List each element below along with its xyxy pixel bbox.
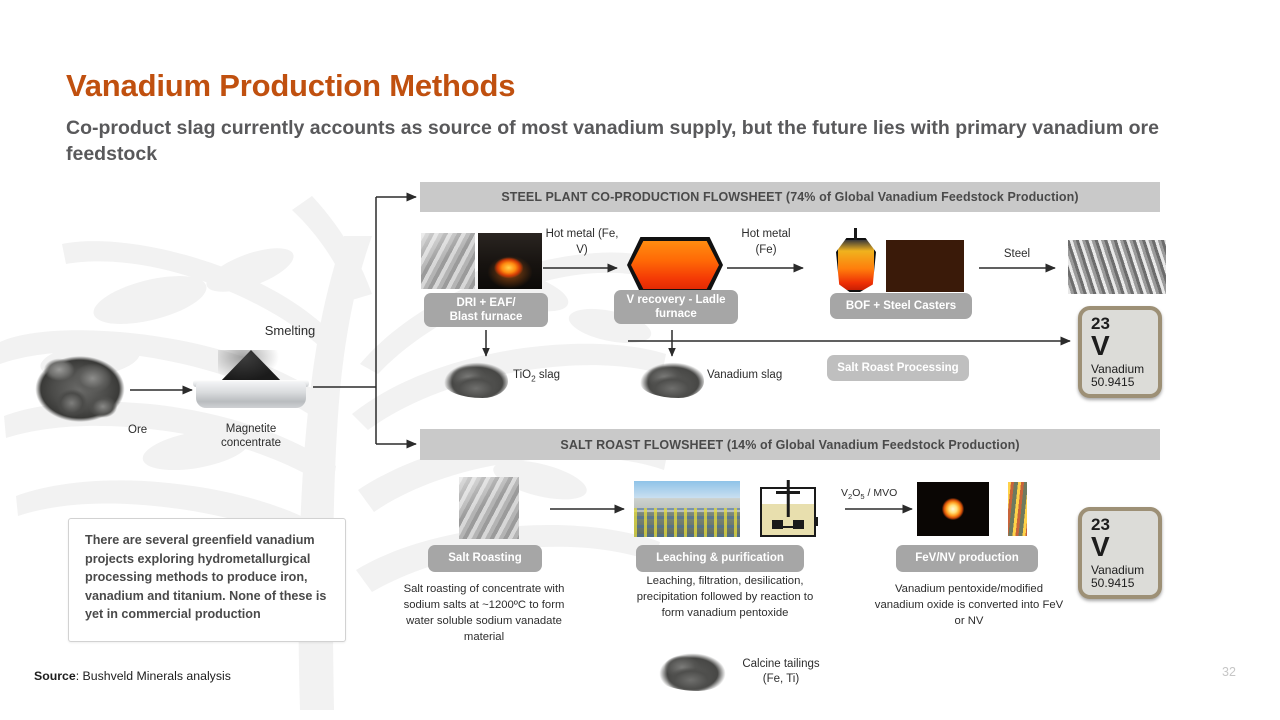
magnetite-label-line2: concentrate [220, 437, 282, 449]
leaching-plant-photo [634, 481, 740, 537]
stage-v-recovery-ladle-furnace[interactable]: V recovery - Ladle furnace [614, 290, 738, 324]
stage-salt-roast-processing[interactable]: Salt Roast Processing [827, 355, 969, 381]
stage-salt-roasting[interactable]: Salt Roasting [428, 545, 542, 572]
salt-roast-flowsheet-band: SALT ROAST FLOWSHEET (14% of Global Vana… [420, 429, 1160, 460]
pill-label-line2: furnace [655, 308, 697, 320]
tio2-slag-label: TiO2 slag [513, 369, 560, 384]
source-note: Source: Bushveld Minerals analysis [34, 669, 231, 683]
element-symbol: V [1091, 330, 1110, 361]
pill-label: Salt Roast Processing [837, 361, 959, 374]
element-mass: 50.9415 [1091, 576, 1135, 591]
pill-label-line1: V recovery - Ladle [626, 293, 726, 306]
magnetite-label-line1: Magnetite [225, 423, 277, 435]
vanadium-slag-label: Vanadium slag [707, 369, 783, 381]
hot-metal-fe-label-line2: (Fe) [755, 244, 777, 256]
pill-label: BOF + Steel Casters [845, 299, 957, 312]
source-text: : Bushveld Minerals analysis [75, 669, 231, 683]
salt-roasting-caption: Salt roasting of concentrate with sodium… [403, 583, 565, 644]
hot-metal-fe-v-label-line1: Hot metal (Fe, [545, 228, 619, 240]
magnetite-concentrate-photo [193, 342, 309, 408]
source-label: Source [34, 669, 76, 683]
fev-production-caption: Vanadium pentoxide/modified vanadium oxi… [874, 583, 1064, 628]
pill-label: Salt Roasting [448, 552, 522, 565]
element-mass: 50.9415 [1091, 375, 1135, 390]
pill-label-line1: DRI + EAF/ [456, 296, 516, 309]
stage-dri-eaf-blast-furnace[interactable]: DRI + EAF/ Blast furnace [424, 293, 548, 327]
element-card-vanadium-bottom: 23 V Vanadium 50.9415 [1078, 507, 1162, 599]
element-name: Vanadium [1091, 562, 1145, 577]
leaching-caption: Leaching, filtration, desilication, prec… [636, 575, 814, 620]
tio2-slag-photo [444, 358, 508, 398]
tio2-slag-label-post: slag [535, 369, 561, 381]
pill-label-line2: Blast furnace [449, 311, 523, 323]
steel-flowsheet-band: STEEL PLANT CO-PRODUCTION FLOWSHEET (74%… [420, 182, 1160, 212]
element-card-vanadium-top: 23 V Vanadium 50.9415 [1078, 306, 1162, 398]
smelting-label: Smelting [264, 323, 316, 338]
leaching-tank-diagram [760, 480, 818, 537]
hot-metal-fe-label-line1: Hot metal [741, 228, 791, 240]
dri-eaf-photo [421, 233, 475, 289]
steel-label: Steel [1003, 248, 1031, 260]
v2o5-post: / MVO [864, 487, 898, 499]
greenfield-projects-callout: There are several greenfield vanadium pr… [68, 518, 346, 642]
ferrovanadium-ingot-photo [1008, 482, 1027, 536]
v2o5-mid: O [852, 487, 861, 499]
stage-fev-nv-production[interactable]: FeV/NV production [896, 545, 1038, 572]
stage-bof-steel-casters[interactable]: BOF + Steel Casters [830, 293, 972, 319]
steel-caster-photo [886, 240, 964, 292]
element-number: 23 [1091, 515, 1110, 534]
v2o5-pre: V [841, 487, 849, 499]
element-symbol: V [1091, 531, 1110, 562]
salt-roasting-kiln-photo [459, 477, 519, 539]
vanadium-slag-photo [640, 358, 704, 398]
fev-furnace-glow-photo [917, 482, 989, 536]
bof-converter-graphic [836, 238, 876, 292]
calcine-tailings-photo [654, 645, 728, 691]
bof-stack-icon [854, 228, 857, 240]
calcine-tailings-label-line1: Calcine tailings [742, 658, 820, 670]
hot-metal-fe-v-label-line2: V) [576, 244, 588, 256]
page-number: 32 [1222, 665, 1236, 679]
pill-label: FeV/NV production [915, 552, 1019, 565]
v2o5-mvo-label: V2O5 / MVO [841, 487, 897, 502]
ore-label: Ore [128, 424, 148, 436]
element-name: Vanadium [1091, 361, 1145, 376]
ore-photo [28, 345, 132, 433]
tio2-slag-label-pre: TiO [513, 369, 532, 381]
ladle-furnace-graphic [631, 241, 719, 289]
v2o5-sub2: 5 [860, 492, 865, 502]
page-title: Vanadium Production Methods [66, 68, 516, 103]
page-subtitle: Co-product slag currently accounts as so… [66, 117, 1159, 165]
v2o5-sub1: 2 [848, 492, 853, 502]
stage-leaching-purification[interactable]: Leaching & purification [636, 545, 804, 572]
element-number: 23 [1091, 314, 1110, 333]
pill-label: Leaching & purification [656, 552, 784, 565]
steel-rebar-photo [1068, 240, 1166, 294]
calcine-tailings-label-line2: (Fe, Ti) [762, 673, 800, 685]
blast-furnace-photo [478, 233, 542, 289]
